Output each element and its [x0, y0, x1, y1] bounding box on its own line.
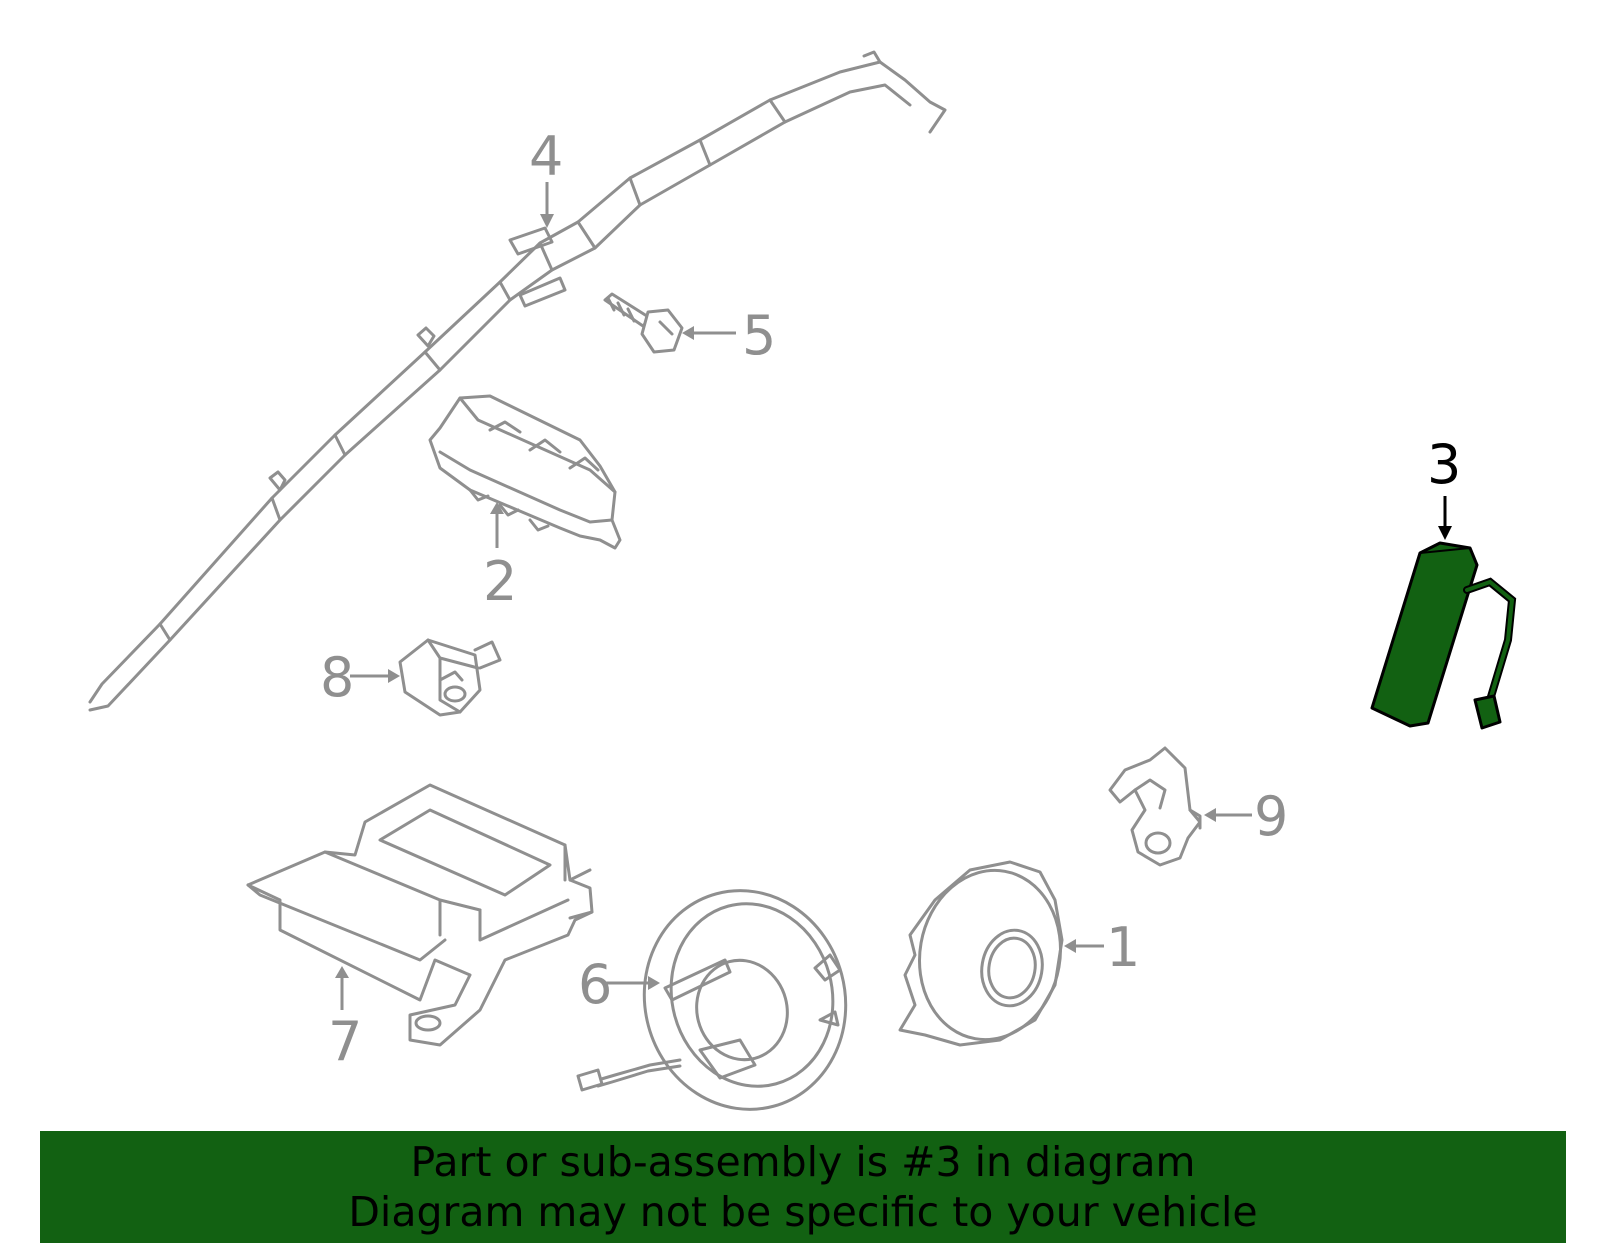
part-1-driver-airbag[interactable]	[898, 859, 1074, 1051]
banner-line-1: Part or sub-assembly is #3 in diagram	[410, 1138, 1196, 1186]
part-9-sensor[interactable]	[1108, 746, 1202, 867]
callout-label-8: 8	[320, 646, 354, 709]
notice-banner: Part or sub-assembly is #3 in diagram Di…	[40, 1131, 1566, 1243]
callout-label-1: 1	[1106, 916, 1140, 979]
callout-label-2: 2	[483, 550, 517, 613]
callout-label-9: 9	[1254, 785, 1288, 848]
part-7-control-module[interactable]	[246, 783, 594, 1047]
callout-label-4: 4	[529, 125, 563, 188]
part-5-bolt[interactable]	[603, 292, 684, 354]
banner-line-2: Diagram may not be specific to your vehi…	[348, 1188, 1258, 1236]
callout-label-3: 3	[1427, 433, 1461, 496]
part-6-clock-spring[interactable]	[576, 868, 870, 1132]
callout-label-7: 7	[328, 1010, 362, 1073]
part-3-highlighted-airbag-module[interactable]	[1370, 541, 1517, 730]
part-8-impact-sensor[interactable]	[398, 638, 502, 717]
part-4-curtain-airbag[interactable]	[88, 50, 947, 712]
part-2-passenger-airbag[interactable]	[428, 394, 622, 550]
callout-label-5: 5	[742, 304, 776, 367]
callout-label-6: 6	[578, 953, 612, 1016]
